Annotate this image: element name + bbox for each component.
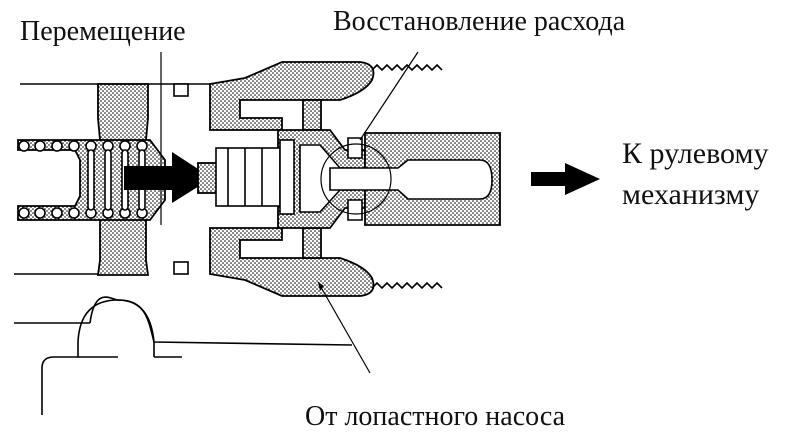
spring-assembly [17,139,166,221]
bottom-marker [173,261,189,275]
displacement-arrow-icon [124,152,212,203]
spool-tip [197,162,219,194]
top-marker [173,83,189,97]
spring-coil-top [34,140,46,152]
housing-lines [14,83,353,415]
lower-valve-body [209,227,375,297]
spool-body [215,147,281,207]
label-to-steering-line1: К рулевому [622,137,768,170]
outlet-bore [329,159,493,200]
lower-passage [302,227,322,259]
label-to-steering-line2: механизму [622,178,759,211]
upper-orifice [347,137,363,159]
lower-thread [371,281,443,290]
output-arrow-icon [531,163,600,195]
label-from-pump: От лопастного насоса [305,401,566,432]
spring-coil-body [104,149,112,211]
spring-coil-bottom [51,207,63,219]
lower-casting [41,299,155,415]
lower-dome [89,296,353,346]
label-flow-restore: Восстановление расхода [333,6,626,37]
spring-coil-bottom [18,207,30,219]
pump-pointer [317,281,371,374]
spring-coil-body [87,149,95,211]
spring-coil-bottom [34,207,46,219]
upper-passage [302,99,322,131]
flow-restore-pointer [359,51,419,141]
upper-thread [371,63,443,72]
spring-coil-top [68,140,80,152]
label-displacement: Перемещение [20,16,186,47]
spring-coil-top [18,140,30,152]
spool-collar [279,139,295,215]
spool-valve [197,139,295,215]
upper-valve-body [209,61,375,131]
flow-restore-highlight [320,143,392,215]
spring-coil-bottom [68,207,80,219]
spring-coils [18,140,148,219]
pump-pointer-head [318,282,324,291]
lower-orifice [347,199,363,221]
spring-coil-top [51,140,63,152]
